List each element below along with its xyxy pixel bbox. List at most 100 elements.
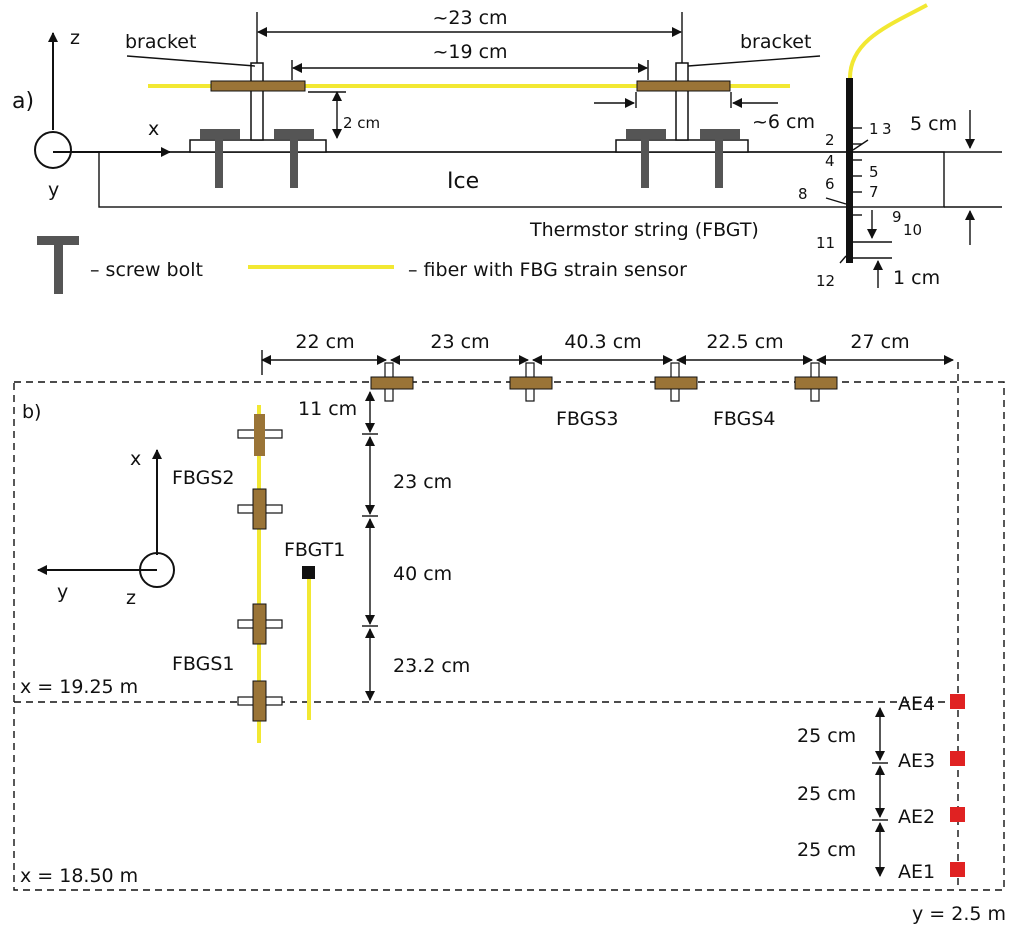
panel-a-legend: – screw bolt – fiber with FBG strain sen… (37, 236, 687, 294)
dim-23-v-label: 23 cm (393, 471, 452, 493)
sensor-8-leader (825, 197, 847, 205)
ae1-marker (950, 862, 965, 877)
fbgs4-label: FBGS4 (713, 408, 776, 430)
panel-b: b) x y z FBGS2 FBGS1 (13, 331, 1006, 925)
bracket-base (615, 139, 749, 153)
bracket-plate (210, 80, 306, 92)
fbgt1-marker (302, 566, 315, 579)
sensor-11: 11 (816, 234, 835, 252)
dim-23-2-label: 23.2 cm (393, 655, 470, 677)
bolt-shaft (641, 139, 649, 188)
bolt-head (626, 129, 666, 139)
sensor-6: 6 (825, 175, 835, 193)
sensor-3-leader (852, 139, 869, 151)
sensor-10: 10 (903, 221, 922, 239)
panel-a: a) z x y Ice (12, 3, 1002, 294)
panel-b-axes: x y z (37, 448, 175, 609)
y-axis-b-label: y (57, 581, 68, 603)
bolt-head (200, 129, 240, 139)
bracket-left-leader (126, 55, 256, 67)
x-upper-label: x = 19.25 m (20, 676, 138, 698)
bracket-right-assembly (615, 62, 749, 188)
dim-40-3-label: 40.3 cm (564, 331, 641, 353)
bolt-shaft (290, 139, 298, 188)
fbgs2-label: FBGS2 (172, 467, 235, 489)
ae2-label: AE2 (898, 806, 935, 828)
ae-sensors: AE4 AE3 AE2 AE1 25 cm 25 cm 25 cm (797, 693, 965, 883)
ice-block (98, 151, 945, 208)
ae3-label: AE3 (898, 750, 935, 772)
bracket-plate (252, 603, 267, 645)
y-axis-label: y (48, 179, 59, 201)
top-dimensions: 22 cm 23 cm 40.3 cm 22.5 cm 27 cm (261, 331, 954, 375)
thermistor-rod (846, 78, 853, 263)
sensor-8: 8 (798, 185, 808, 203)
bolt-head (274, 129, 314, 139)
sensor-1: 1 (869, 120, 879, 138)
bracket-plate (370, 376, 414, 390)
dim-19-label: ~19 cm (432, 41, 507, 63)
y-edge-label: y = 2.5 m (912, 903, 1006, 925)
ice-label: Ice (447, 169, 479, 194)
fbgs1-label: FBGS1 (172, 653, 235, 675)
sensor-3: 3 (882, 120, 892, 138)
sensor-4: 4 (825, 152, 835, 170)
thermistor-string: 1 2 3 4 5 6 7 8 9 10 11 12 (798, 78, 922, 290)
dim-22-5-label: 22.5 cm (706, 331, 783, 353)
bracket-post (250, 62, 264, 141)
bracket-left-label: bracket (125, 31, 196, 53)
sensor-2: 2 (825, 131, 835, 149)
bolt-head (700, 129, 740, 139)
dim-40-label: 40 cm (393, 563, 452, 585)
sensor-9: 9 (892, 208, 902, 226)
dim-23-top-label: 23 cm (430, 331, 489, 353)
sensor-12-leader (839, 255, 847, 264)
top-sensor-1 (370, 362, 414, 402)
legend-bolt-shaft-icon (54, 244, 63, 294)
sensor-5: 5 (869, 163, 879, 181)
ae-dim-3-label: 25 cm (797, 839, 856, 861)
fbgs2-upper-sensor (237, 414, 283, 456)
fbgs2-lower-sensor (237, 488, 283, 530)
vertical-dimensions: 11 cm 23 cm 40 cm 23.2 cm (298, 391, 470, 701)
dim-2-label: 2 cm (343, 114, 380, 132)
bolt-shaft (715, 139, 723, 188)
dim-23-label: ~23 cm (432, 7, 507, 29)
z-axis-b-label: z (126, 587, 136, 609)
panel-a-label: a) (12, 89, 34, 114)
fbgt1-label: FBGT1 (284, 539, 345, 561)
x-lower-label: x = 18.50 m (20, 865, 138, 887)
bracket-right-label: bracket (740, 31, 811, 53)
top-sensor-3 (654, 362, 698, 402)
sensor-12: 12 (816, 272, 835, 290)
dim-22-label: 22 cm (295, 331, 354, 353)
bracket-plate (252, 680, 267, 722)
ae1-label: AE1 (898, 861, 935, 883)
legend-bolt-head-icon (37, 236, 79, 245)
bracket-plate (254, 414, 265, 456)
legend-bolt-label: – screw bolt (90, 259, 203, 281)
bracket-plate (794, 376, 838, 390)
fbgs1-upper-sensor (237, 603, 283, 645)
fbgs3-label: FBGS3 (556, 408, 619, 430)
bracket-plate (636, 80, 731, 92)
sensor-7: 7 (869, 183, 879, 201)
ae2-marker (950, 807, 965, 822)
legend-fiber-label: – fiber with FBG strain sensor (408, 259, 687, 281)
tank-outline (13, 381, 1005, 891)
dim-11-label: 11 cm (298, 398, 357, 420)
panel-b-label: b) (22, 401, 41, 423)
ae4-label: AE4 (898, 693, 935, 715)
bracket-plate (509, 376, 553, 390)
panel-a-axes: z x y (34, 27, 171, 201)
z-axis-label: z (70, 27, 80, 49)
bracket-left-assembly (189, 62, 327, 188)
y-axis-symbol (34, 131, 72, 169)
fbgs1-lower-sensor (237, 680, 283, 722)
dim-5-label: 5 cm (910, 113, 957, 135)
ae-dim-2-label: 25 cm (797, 783, 856, 805)
bracket-plate (252, 488, 267, 530)
x-axis-b-label: x (130, 448, 141, 470)
bracket-post (675, 62, 689, 141)
